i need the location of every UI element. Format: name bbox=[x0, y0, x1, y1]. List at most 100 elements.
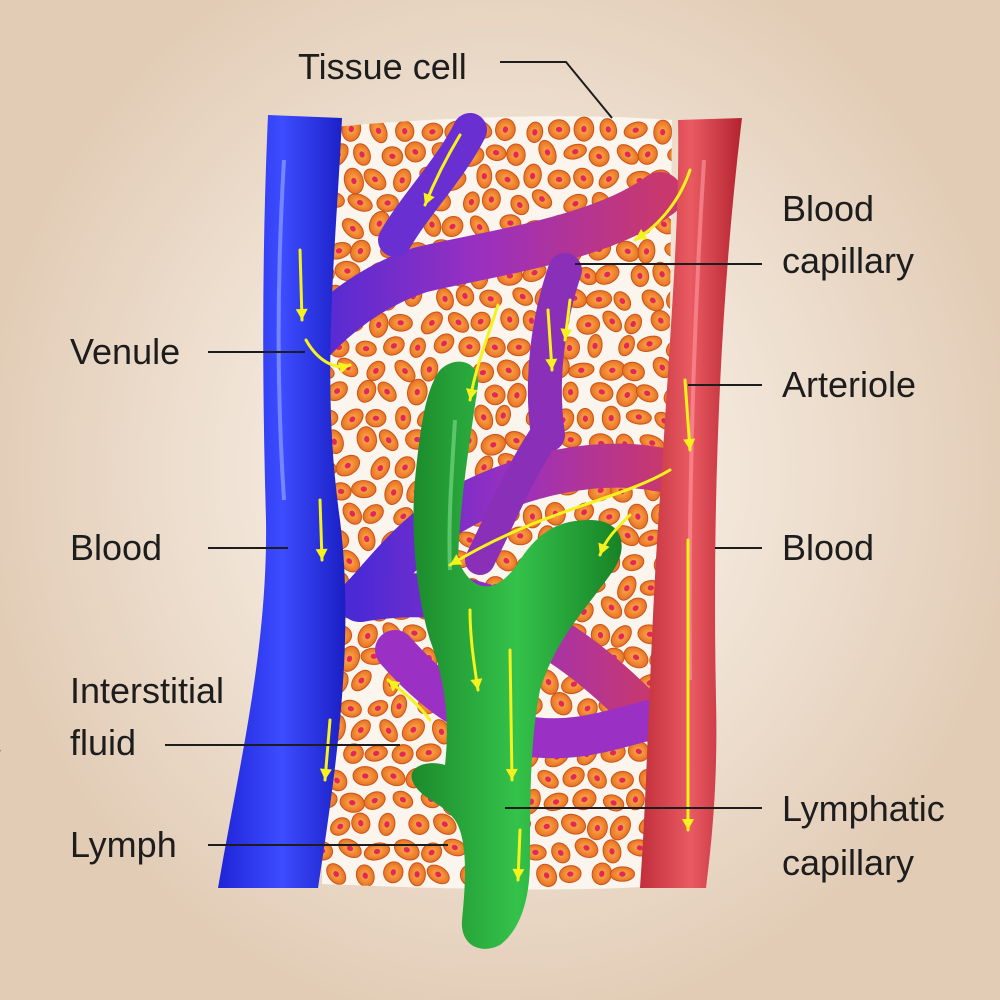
tissue-cell bbox=[366, 360, 386, 382]
arrowhead bbox=[423, 192, 435, 205]
tissue-cell bbox=[458, 336, 481, 358]
tissue-cell bbox=[351, 812, 371, 834]
lymphatic-capillary bbox=[411, 361, 622, 949]
tissue-cell bbox=[334, 260, 361, 282]
tissue-cell bbox=[350, 719, 371, 741]
tissue-cell bbox=[408, 814, 430, 835]
tissue-cell bbox=[627, 741, 650, 762]
tissue-cell bbox=[378, 429, 399, 452]
label-lymphatic-line1: Lymphatic bbox=[782, 788, 945, 829]
flow-arrowheads bbox=[295, 192, 696, 880]
tissue-cell bbox=[610, 625, 632, 648]
tissue-cell bbox=[351, 669, 372, 692]
tissue-cell bbox=[547, 169, 571, 190]
tissue-cell bbox=[384, 479, 404, 505]
tissue-cell bbox=[562, 766, 585, 788]
tissue-cell bbox=[577, 698, 598, 719]
tissue-cell bbox=[621, 361, 645, 382]
tissue-cell bbox=[524, 844, 547, 861]
tissue-cell bbox=[392, 790, 414, 809]
tissue-cell bbox=[377, 381, 397, 402]
label-blood-right: Blood bbox=[782, 527, 875, 568]
tissue-cell bbox=[420, 357, 439, 382]
tissue-cell bbox=[480, 433, 506, 456]
tissue-cell bbox=[573, 116, 595, 142]
tissue-cell bbox=[624, 597, 647, 619]
tissue-cell bbox=[390, 694, 408, 719]
tissue-cell bbox=[364, 745, 388, 762]
tissue-cell bbox=[326, 381, 348, 402]
tissue-cell bbox=[574, 837, 599, 859]
tissue-cell bbox=[330, 817, 351, 836]
tissue-cell bbox=[617, 575, 637, 601]
tissue-cell bbox=[339, 792, 365, 813]
tissue-cell bbox=[433, 813, 457, 835]
label-interstitial-line2: fluid bbox=[70, 722, 137, 763]
tissue-cell bbox=[342, 502, 363, 525]
tissue-cell bbox=[531, 189, 553, 209]
tissue-cell bbox=[538, 139, 557, 165]
tissue-cell bbox=[641, 289, 664, 312]
tissue-cell bbox=[426, 864, 450, 885]
tissue-cell bbox=[586, 816, 608, 841]
tissue-cell bbox=[561, 813, 586, 835]
tissue-cell bbox=[576, 314, 601, 335]
tissue-cell bbox=[383, 861, 404, 884]
tissue-cell bbox=[363, 168, 387, 191]
tissue-cell bbox=[495, 404, 511, 427]
arrowhead bbox=[466, 388, 478, 400]
tissue-cell bbox=[376, 194, 399, 212]
tissue-cell bbox=[395, 120, 415, 142]
arrowhead bbox=[319, 768, 332, 780]
arrowhead bbox=[682, 819, 694, 830]
tissue-cell bbox=[357, 623, 378, 649]
tissue-cell bbox=[378, 812, 396, 836]
tissue-cell bbox=[587, 333, 603, 358]
tissue-cell bbox=[548, 119, 571, 140]
tissue-cell bbox=[576, 408, 595, 430]
tissue-cell bbox=[573, 167, 594, 189]
tissue-cell bbox=[537, 769, 559, 789]
arrowhead bbox=[315, 548, 328, 560]
leader-lines bbox=[165, 61, 762, 846]
tissue-cell bbox=[536, 863, 558, 888]
tissue-cell bbox=[338, 838, 362, 859]
label-blood-left: Blood bbox=[70, 527, 163, 568]
tissue-cell bbox=[609, 866, 635, 882]
tissue-cell bbox=[447, 312, 470, 333]
tissue-cell bbox=[484, 384, 506, 406]
tissue-cell bbox=[401, 718, 425, 742]
tissue-cell bbox=[664, 242, 672, 258]
label-lymph: Lymph bbox=[70, 824, 177, 865]
tissue-cell bbox=[588, 146, 610, 167]
label-blood-capillary-line1: Blood bbox=[782, 188, 875, 229]
tissue-cell bbox=[506, 143, 526, 166]
tissue-cell bbox=[388, 313, 413, 332]
tissue-cell bbox=[510, 194, 530, 216]
tissue-cell bbox=[479, 289, 503, 308]
tissue-cell bbox=[624, 313, 643, 335]
tissue-cell bbox=[351, 480, 377, 499]
tissue-cell bbox=[495, 169, 520, 191]
tissue-cell bbox=[350, 239, 371, 263]
tissue-cell bbox=[523, 163, 542, 189]
tissue-cell bbox=[590, 624, 611, 647]
tissue-cell bbox=[441, 215, 464, 238]
tissue-cell bbox=[352, 766, 379, 786]
tissue-cell bbox=[420, 311, 443, 335]
tissue-cell bbox=[481, 188, 501, 211]
tissue-cell bbox=[627, 503, 649, 530]
tissue-cell bbox=[495, 118, 516, 141]
arrowhead bbox=[683, 438, 696, 450]
tissue-cell bbox=[343, 743, 364, 764]
tissue-cell bbox=[601, 405, 621, 431]
tissue-cell bbox=[408, 862, 426, 887]
tissue-cell bbox=[623, 646, 649, 669]
tissue-cell bbox=[602, 794, 625, 812]
tissue-cell bbox=[406, 378, 428, 406]
arrowhead bbox=[512, 868, 525, 880]
tissue-cell bbox=[602, 839, 622, 864]
tissue-cell bbox=[485, 144, 507, 162]
arrowhead bbox=[295, 308, 308, 320]
tissue-cell bbox=[609, 815, 631, 841]
